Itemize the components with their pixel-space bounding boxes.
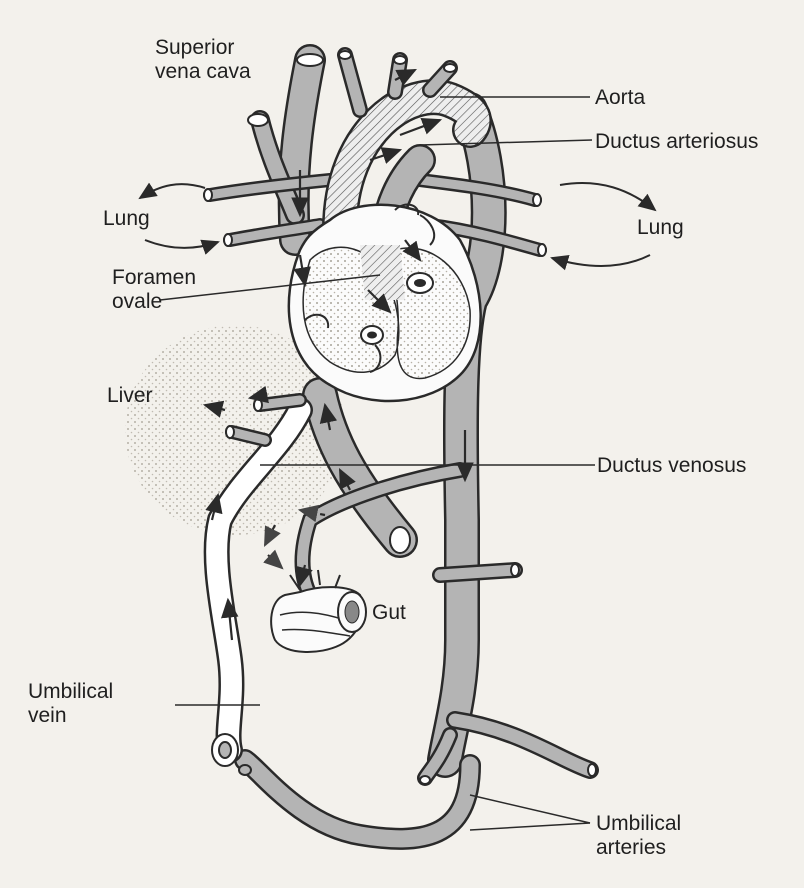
label-ductus-arteriosus: Ductus arteriosus [595, 130, 758, 154]
label-superior-vena-cava: Superior vena cava [155, 36, 251, 84]
gut-drawing [271, 570, 366, 652]
label-umbilical-arteries: Umbilical arteries [596, 812, 681, 860]
label-liver: Liver [107, 384, 153, 408]
label-umbilical-vein: Umbilical vein [28, 680, 113, 728]
label-lung-left: Lung [103, 207, 150, 231]
label-gut: Gut [372, 601, 406, 625]
label-foramen-ovale: Foramen ovale [112, 266, 196, 314]
label-aorta: Aorta [595, 86, 645, 110]
foramen-ovale-region [360, 245, 405, 300]
label-ductus-venosus: Ductus venosus [597, 454, 746, 478]
label-lung-right: Lung [637, 216, 684, 240]
heart [289, 205, 481, 401]
vessels [210, 55, 590, 839]
